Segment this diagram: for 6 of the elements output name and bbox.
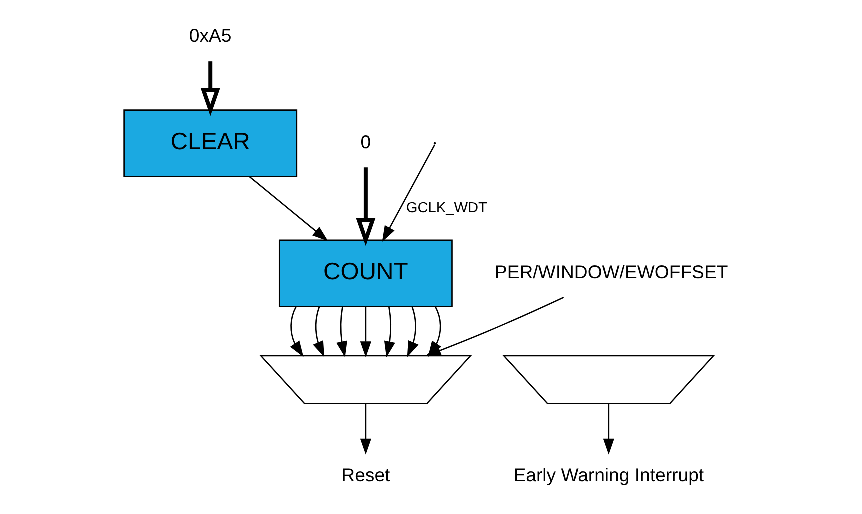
node-text: Reset [342, 464, 390, 486]
node-text: 0 [360, 131, 372, 152]
node-text: 0xA5 [189, 25, 232, 46]
node-text: PER/WINDOW/EWOFFSET [494, 262, 728, 283]
edge-label: GCLK_WDT [406, 200, 488, 216]
node-text: Early Warning Interrupt [514, 464, 704, 486]
